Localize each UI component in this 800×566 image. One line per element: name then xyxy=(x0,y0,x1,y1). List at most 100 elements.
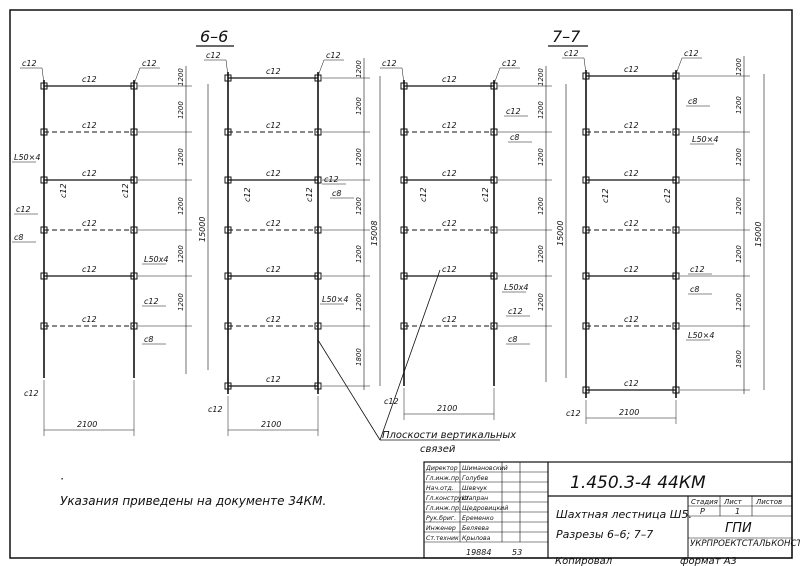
rung-label: с12 xyxy=(442,121,457,130)
connector xyxy=(582,128,590,136)
connector xyxy=(314,128,322,136)
rung-label: с12 xyxy=(266,121,281,130)
bottom-num-2: 53 xyxy=(512,548,522,557)
callout-c12: с12 xyxy=(564,49,579,58)
rung-label: с12 xyxy=(624,169,639,178)
rung-label: с12 xyxy=(442,169,457,178)
sheet-frame xyxy=(9,9,793,559)
rung-label: с12 xyxy=(266,375,281,384)
callout-c12-bottom: с12 xyxy=(208,405,223,414)
connector xyxy=(40,226,48,234)
stage-label: Стадия xyxy=(691,498,718,506)
connector xyxy=(672,176,680,184)
dim-overall: 15008 xyxy=(370,221,379,246)
rung-label: с12 xyxy=(266,169,281,178)
callout-c8: с8 xyxy=(508,335,518,344)
callout-angle: L50×4 xyxy=(692,135,718,144)
connector xyxy=(672,322,680,330)
callout-c8: с8 xyxy=(690,285,700,294)
leader-label-2: связей xyxy=(420,444,456,455)
section-title-7-7: 7–7 xyxy=(552,27,581,46)
leader-line xyxy=(379,269,441,441)
connector xyxy=(40,322,48,330)
copied-label: Копировал xyxy=(555,556,613,566)
connector xyxy=(490,322,498,330)
connector xyxy=(400,322,408,330)
dim-value: 1800 xyxy=(355,348,363,366)
dim-value: 1200 xyxy=(735,148,743,166)
callout-c12: с12 xyxy=(506,107,521,116)
callout-line xyxy=(401,67,405,85)
dim-value: 1200 xyxy=(537,148,545,166)
section-title-6-6: 6–6 xyxy=(200,27,228,46)
connector xyxy=(130,322,138,330)
org-name-2: УКРПРОЕКТСТАЛЬКОНСТРУКЦИЯ xyxy=(690,539,800,549)
connector xyxy=(224,382,232,390)
post-label: с12 xyxy=(59,183,68,198)
tb-name: Крылова xyxy=(462,535,491,542)
connector xyxy=(490,272,498,280)
callout-c8: с8 xyxy=(332,189,342,198)
callout-c12: с12 xyxy=(382,59,397,68)
tb-role: Нач.отд. xyxy=(426,485,454,492)
dim-value: 1200 xyxy=(355,293,363,311)
dim-value: 1200 xyxy=(735,245,743,263)
dim-value: 1200 xyxy=(537,101,545,119)
callout-c12: с12 xyxy=(142,59,157,68)
callout-angle: L50×4 xyxy=(688,331,714,340)
dim-value: 1200 xyxy=(177,293,185,311)
connector xyxy=(314,382,322,390)
tb-name: Беляева xyxy=(462,525,489,532)
callout-line xyxy=(583,57,587,75)
connector xyxy=(672,272,680,280)
callout-c12-bottom: с12 xyxy=(24,389,39,398)
title-line-1: Шахтная лестница Ш5. xyxy=(556,508,692,521)
post-label: с12 xyxy=(305,187,314,202)
sheet-label: Лист xyxy=(723,498,743,506)
tb-role: Гл.конструкт. xyxy=(426,495,471,502)
format-label: формат А3 xyxy=(680,556,737,566)
rung-label: с12 xyxy=(82,265,97,274)
connector xyxy=(314,176,322,184)
title-line-2: Разрезы 6–6; 7–7 xyxy=(556,528,653,541)
dim-value: 1200 xyxy=(735,96,743,114)
connector xyxy=(672,128,680,136)
callout-line xyxy=(133,67,141,85)
connector xyxy=(224,322,232,330)
callout-c12-bottom: с12 xyxy=(384,397,399,406)
callout-line xyxy=(41,67,45,85)
callout-c12: с12 xyxy=(326,51,341,60)
tb-role: Ст.техник xyxy=(426,535,459,542)
post-label: с12 xyxy=(601,188,610,203)
connector xyxy=(582,272,590,280)
sheet-value: 1 xyxy=(735,507,740,516)
dim-value: 1200 xyxy=(355,60,363,78)
callout-line xyxy=(225,59,229,77)
callout-line xyxy=(317,59,325,77)
callout-angle: L50×4 xyxy=(322,295,348,304)
post-label: с12 xyxy=(481,187,490,202)
doc-code: 1.450.3-4 44КМ xyxy=(570,473,706,493)
callout-c12: с12 xyxy=(16,205,31,214)
dim-value: 1200 xyxy=(537,293,545,311)
callout-c8: с8 xyxy=(14,233,24,242)
connector xyxy=(672,72,680,80)
tb-name: Голубев xyxy=(462,474,488,482)
dim-value: 1200 xyxy=(355,148,363,166)
connector xyxy=(224,176,232,184)
note-text: Указания приведены на документе 34КМ. xyxy=(60,494,326,508)
rung-label: с12 xyxy=(624,121,639,130)
tb-name: Шевчук xyxy=(462,485,487,492)
rung-label: с12 xyxy=(624,265,639,274)
connector xyxy=(130,128,138,136)
dim-width: 2100 xyxy=(437,404,457,413)
connector xyxy=(224,128,232,136)
callout-angle: L50x4 xyxy=(504,283,528,292)
sheets-label: Листов xyxy=(755,498,782,506)
leader-line xyxy=(317,339,381,441)
connector xyxy=(314,272,322,280)
tb-role: Инженер xyxy=(426,525,456,532)
connector xyxy=(314,74,322,82)
callout-c12: с12 xyxy=(690,265,705,274)
rung-label: с12 xyxy=(624,65,639,74)
